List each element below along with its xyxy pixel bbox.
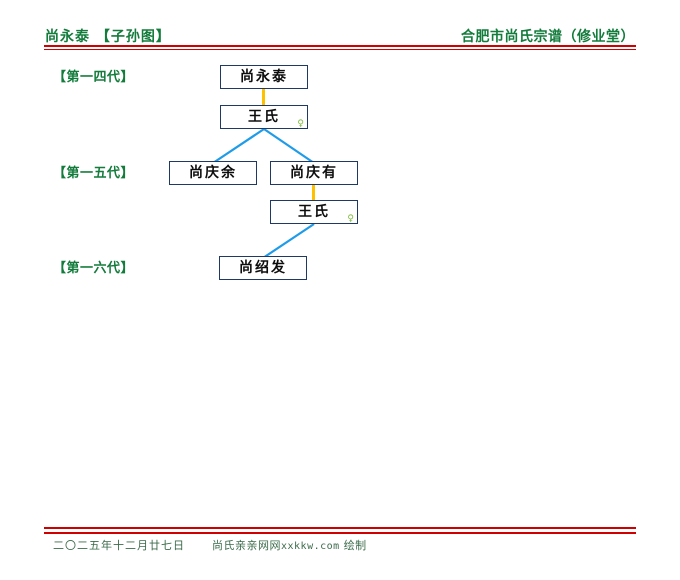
- person-box-shang-yongtai[interactable]: 尚永泰: [220, 65, 308, 89]
- page-title: 尚永泰 【子孙图】: [45, 29, 171, 45]
- footer-credit: 尚氏亲亲网网xxkkw.com 绘制: [212, 537, 367, 553]
- person-box-shang-shaofa[interactable]: 尚绍发: [219, 256, 307, 280]
- person-box-shang-qingyu[interactable]: 尚庆余: [169, 161, 257, 185]
- footer-divider-lower: [44, 532, 636, 534]
- header-divider-thick: [44, 45, 636, 47]
- female-symbol-icon: ♀: [347, 214, 354, 224]
- person-name: 尚绍发: [239, 260, 287, 276]
- person-name: 王氏: [298, 204, 330, 220]
- generation-label-14: 【第一四代】: [53, 70, 135, 85]
- generation-label-16: 【第一六代】: [53, 261, 135, 276]
- header-divider-thin: [44, 49, 636, 50]
- person-name: 尚永泰: [240, 69, 288, 85]
- footer-credit-prefix: 尚氏亲亲网网: [212, 539, 281, 552]
- genealogy-subtitle: 合肥市尚氏宗谱（修业堂）: [461, 29, 635, 45]
- spouse-link-yongtai-wangshi: [262, 87, 265, 107]
- female-symbol-icon: ♀: [297, 119, 304, 129]
- spouse-link-qingyou-wangshi: [312, 183, 315, 203]
- footer-divider-upper: [44, 527, 636, 529]
- person-box-shang-qingyou[interactable]: 尚庆有: [270, 161, 358, 185]
- generation-label-15: 【第一五代】: [53, 166, 135, 181]
- person-name: 王氏: [248, 109, 280, 125]
- footer-credit-url: xxkkw.com: [281, 541, 340, 552]
- person-name: 尚庆有: [290, 165, 338, 181]
- person-box-wangshi-gen14[interactable]: 王氏 ♀: [220, 105, 308, 129]
- footer-credit-suffix: 绘制: [343, 539, 367, 552]
- person-box-wangshi-gen15[interactable]: 王氏 ♀: [270, 200, 358, 224]
- footer-date: 二〇二五年十二月廿七日: [53, 539, 185, 552]
- person-name: 尚庆余: [189, 165, 237, 181]
- chart-header: 尚永泰 【子孙图】 合肥市尚氏宗谱（修业堂）: [45, 26, 635, 46]
